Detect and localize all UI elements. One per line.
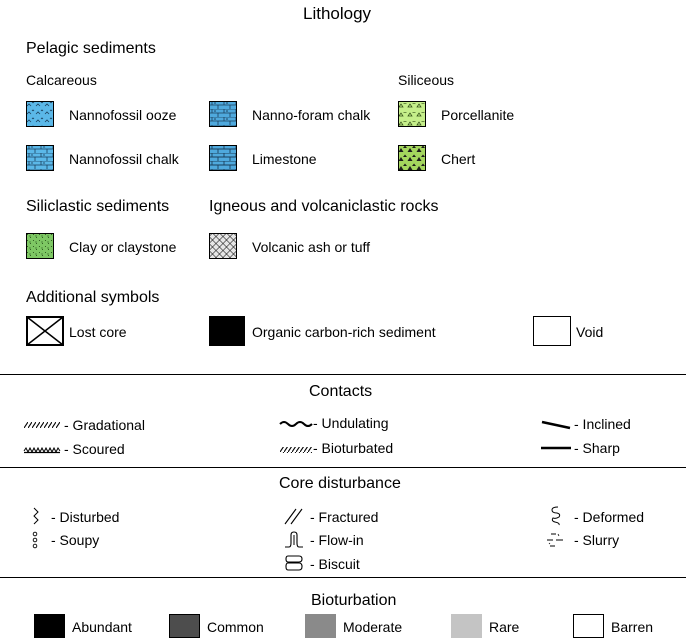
inclined-icon: [541, 420, 571, 430]
lost-core-label: Lost core: [69, 324, 127, 340]
disturbed-icon: [33, 507, 39, 525]
bioturbation-rare-swatch: [451, 614, 482, 638]
bioturbation-abundant-swatch: [34, 614, 65, 638]
disturbed-label: - Disturbed: [51, 509, 120, 525]
bioturbation-common-label: Common: [207, 619, 264, 635]
divider-bioturbation: [0, 577, 686, 578]
flow-in-icon: [285, 531, 303, 548]
bioturbation-common-swatch: [169, 614, 200, 638]
slurry-icon: [547, 533, 563, 547]
bioturbation-moderate-label: Moderate: [343, 619, 403, 635]
bioturbation-barren-label: Barren: [611, 619, 654, 635]
siliclastic-heading: Siliclastic sediments: [26, 198, 170, 215]
calcareous-heading: Calcareous: [26, 72, 97, 88]
sharp-label: - Sharp: [574, 440, 620, 456]
void-swatch: [533, 316, 571, 346]
fractured-label: - Fractured: [310, 509, 379, 525]
void-label: Void: [576, 324, 604, 340]
nannofossil-chalk-pattern: [26, 145, 54, 171]
deformed-label: - Deformed: [574, 509, 645, 525]
claystone-pattern: [26, 233, 54, 259]
bioturbation-moderate-swatch: [305, 614, 336, 638]
soupy-label: - Soupy: [51, 532, 100, 548]
nanno-foram-chalk-pattern: [209, 101, 237, 127]
volcanic-ash-label: Volcanic ash or tuff: [252, 239, 371, 255]
biscuit-label: - Biscuit: [310, 556, 360, 572]
volcanic-ash-pattern: [209, 233, 237, 259]
porcellanite-pattern: [398, 101, 426, 127]
inclined-label: - Inclined: [574, 416, 631, 432]
divider-contacts: [0, 374, 686, 375]
chert-pattern: [398, 145, 426, 171]
bioturbated-contact-icon: [280, 447, 312, 453]
bioturbated-contact-label: - Bioturbated: [313, 440, 394, 456]
lithology-title: Lithology: [303, 4, 372, 23]
limestone-label: Limestone: [252, 151, 317, 167]
deformed-icon: [551, 506, 561, 526]
slurry-label: - Slurry: [574, 532, 620, 548]
gradational-label: - Gradational: [64, 417, 145, 433]
flow-in-label: - Flow-in: [310, 532, 364, 548]
sharp-icon: [541, 446, 571, 450]
porcellanite-label: Porcellanite: [441, 107, 515, 123]
limestone-pattern: [209, 145, 237, 171]
gradational-icon: [24, 422, 60, 428]
nannofossil-ooze-label: Nannofossil ooze: [69, 107, 177, 123]
nannofossil-chalk-label: Nannofossil chalk: [69, 151, 179, 167]
fractured-icon: [284, 508, 303, 525]
lost-core-icon: [26, 316, 64, 346]
bioturbation-rare-label: Rare: [489, 619, 520, 635]
bioturbation-title: Bioturbation: [311, 592, 397, 609]
nanno-foram-chalk-label: Nanno-foram chalk: [252, 107, 371, 123]
soupy-icon: [32, 531, 38, 549]
organic-carbon-swatch: [209, 316, 245, 346]
scoured-label: - Scoured: [64, 441, 125, 457]
nannofossil-ooze-pattern: [26, 101, 54, 127]
organic-carbon-label: Organic carbon-rich sediment: [252, 324, 436, 340]
divider-disturbance: [0, 467, 686, 468]
pelagic-heading: Pelagic sediments: [26, 40, 156, 57]
undulating-icon: [279, 421, 313, 427]
contacts-title: Contacts: [309, 383, 373, 400]
igneous-heading: Igneous and volcaniclastic rocks: [209, 198, 439, 215]
disturbance-title: Core disturbance: [279, 475, 401, 492]
bioturbation-abundant-label: Abundant: [72, 619, 132, 635]
chert-label: Chert: [441, 151, 476, 167]
scoured-icon: [23, 446, 61, 454]
additional-symbols-heading: Additional symbols: [26, 289, 160, 306]
bioturbation-barren-swatch: [573, 614, 604, 638]
claystone-label: Clay or claystone: [69, 239, 177, 255]
biscuit-icon: [285, 555, 303, 571]
siliceous-heading: Siliceous: [398, 72, 455, 88]
undulating-label: - Undulating: [313, 415, 389, 431]
